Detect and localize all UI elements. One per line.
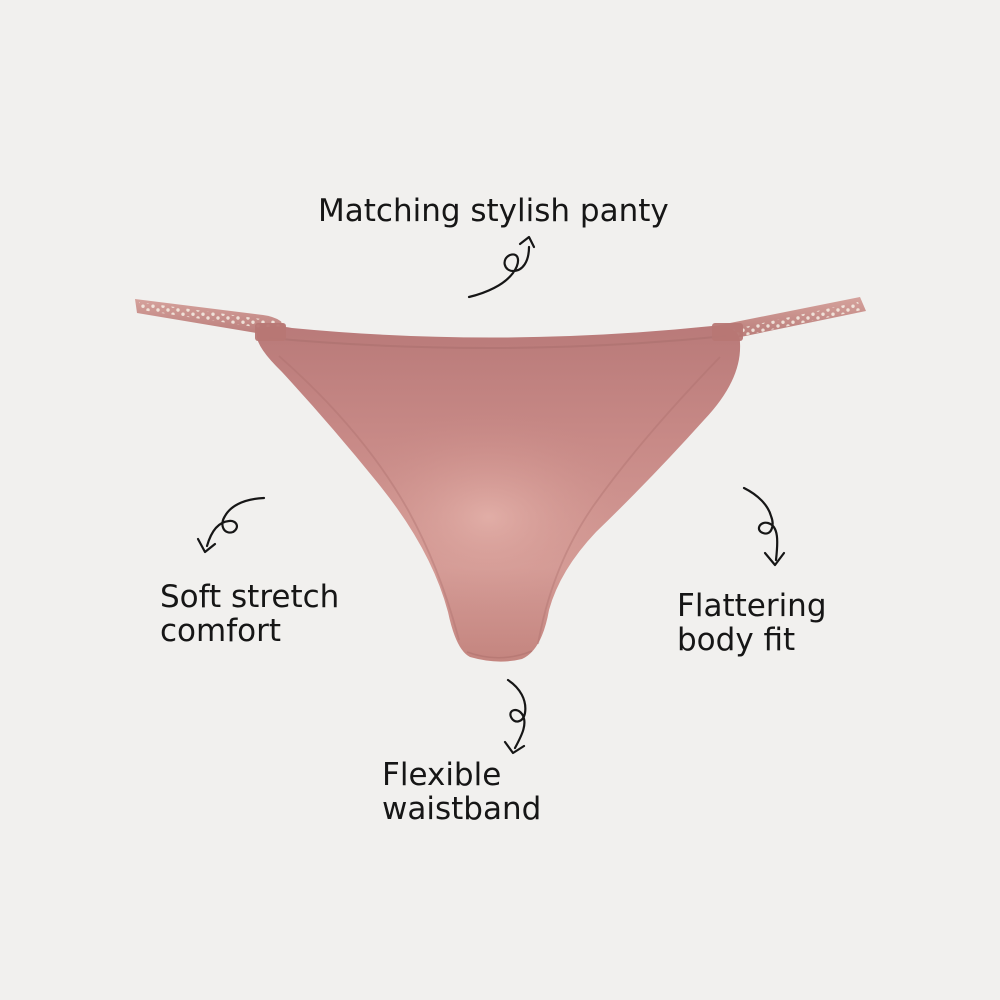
curly-arrow-icon <box>742 486 786 567</box>
curly-arrow-icon <box>467 235 536 299</box>
callout-left-line-1: Soft stretch <box>160 579 340 615</box>
callout-right-line-1: Flattering <box>677 588 827 624</box>
callout-left-line-2: comfort <box>160 613 281 649</box>
callout-bottom: Flexible waistband <box>382 758 541 826</box>
curly-arrow-icon <box>196 496 266 554</box>
callout-right-line-2: body fit <box>677 622 796 658</box>
callout-top: Matching stylish panty <box>318 194 669 228</box>
callout-bottom-line-2: waistband <box>382 791 542 827</box>
callout-top-line-1: Matching stylish panty <box>318 193 669 229</box>
curly-arrow-icon <box>503 678 527 755</box>
callout-right: Flattering body fit <box>677 589 827 657</box>
callout-left: Soft stretch comfort <box>160 580 339 648</box>
callout-bottom-line-1: Flexible <box>382 757 502 793</box>
